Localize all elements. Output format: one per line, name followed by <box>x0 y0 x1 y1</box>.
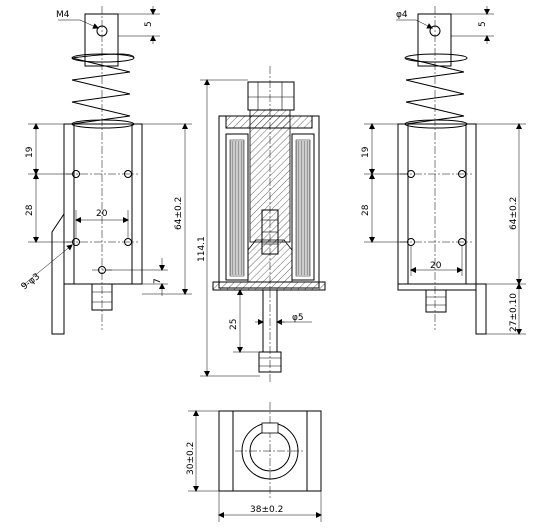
dim-20-label: 20 <box>430 261 442 271</box>
dim-64-label: 64±0.2 <box>174 197 184 230</box>
dim-20-label: 20 <box>96 209 108 219</box>
dim-114-label: 114.1 <box>197 236 207 262</box>
mounting-plate <box>397 123 477 285</box>
plunger <box>249 109 291 243</box>
dim-28-label: 28 <box>361 204 371 216</box>
right-coil <box>295 139 311 277</box>
dim-7-label: 7 <box>153 278 163 284</box>
dim-28-label: 28 <box>25 204 35 216</box>
top-offset-label: 5 <box>478 21 488 27</box>
dim-64-label: 64±0.2 <box>509 197 519 230</box>
thread-label: M4 <box>56 10 70 20</box>
spring <box>404 53 468 129</box>
dim-25-label: 25 <box>229 319 239 330</box>
left-side-view: M4 5 <box>20 6 192 335</box>
left-coil <box>229 139 245 277</box>
pin-label: φ4 <box>396 10 408 20</box>
center-section-view: 114.1 25 φ5 <box>197 66 326 382</box>
dim-38-label: 38±0.2 <box>250 505 283 515</box>
dim-19-label: 19 <box>361 146 371 158</box>
bottom-view: 30±0.2 38±0.2 <box>186 402 322 522</box>
dim-19-label: 19 <box>25 146 35 158</box>
mounting-holes <box>407 170 466 246</box>
dim-27-label: 27±0.10 <box>509 293 519 332</box>
right-side-view: φ4 5 <box>361 6 526 335</box>
holes-label: 9-φ3 <box>20 272 42 293</box>
mounting-plate <box>63 123 143 285</box>
top-offset-label: 5 <box>144 21 154 27</box>
spring <box>71 53 135 129</box>
dim-phi5-label: φ5 <box>292 313 304 323</box>
dim-30-label: 30±0.2 <box>186 442 196 475</box>
